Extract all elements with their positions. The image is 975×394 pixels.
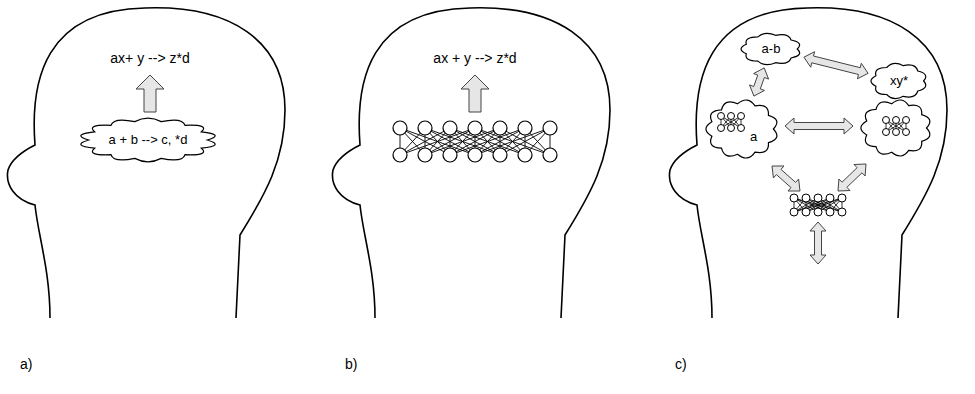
neuron	[883, 117, 890, 124]
neuron	[543, 121, 557, 135]
neuron	[718, 125, 725, 132]
neuron	[518, 121, 532, 135]
cloud-shape	[705, 98, 779, 160]
neuron	[802, 194, 810, 202]
head-outline	[7, 8, 285, 318]
neuron	[790, 208, 798, 216]
formula-text: ax+ y --> z*d	[110, 50, 189, 67]
thought-cloud: a-b	[740, 32, 802, 66]
network-cloud	[861, 100, 930, 156]
cloud-outline	[871, 63, 926, 98]
double-arrow	[804, 52, 868, 79]
neuron	[738, 113, 745, 120]
double-arrow	[750, 68, 769, 96]
thought-cloud: a + b --> c, *d	[78, 117, 218, 163]
neuron	[893, 117, 900, 124]
cloud-outline	[706, 100, 777, 158]
neuron	[790, 194, 798, 202]
neuron	[418, 121, 432, 135]
net-link	[475, 128, 550, 155]
neuron	[826, 194, 834, 202]
neuron	[393, 148, 407, 162]
neuron	[443, 148, 457, 162]
double-arrow	[810, 222, 826, 264]
neuron	[468, 148, 482, 162]
neuron	[838, 208, 846, 216]
thought-cloud: xy*	[870, 62, 928, 100]
net-link	[806, 198, 842, 212]
up-arrow	[461, 75, 489, 112]
double-arrow	[785, 118, 853, 134]
formula-text: ax + y --> z*d	[433, 50, 516, 67]
double-arrow	[772, 166, 800, 191]
cloud-outline	[861, 100, 930, 156]
neuron	[518, 148, 532, 162]
neuron	[838, 194, 846, 202]
neuron	[543, 148, 557, 162]
neuron	[468, 121, 482, 135]
panel-label: c)	[675, 356, 687, 373]
neuron	[493, 121, 507, 135]
neuron	[418, 148, 432, 162]
up-arrow	[136, 75, 164, 112]
cloud-text: a	[750, 129, 757, 145]
neuron	[802, 208, 810, 216]
neuron	[903, 117, 910, 124]
panel-label: b)	[345, 356, 357, 373]
neuron	[718, 113, 725, 120]
panel-label: a)	[20, 356, 32, 373]
thought-cloud: a	[705, 98, 779, 160]
neuron	[826, 208, 834, 216]
double-arrow	[838, 164, 866, 191]
cloud-outline	[81, 118, 215, 162]
neuron	[883, 129, 890, 136]
head-outline	[669, 8, 947, 318]
neuron	[393, 121, 407, 135]
neuron	[493, 148, 507, 162]
cloud-text: a-b	[762, 41, 781, 57]
neuron	[893, 129, 900, 136]
neuron	[443, 121, 457, 135]
neuron	[728, 125, 735, 132]
neuron	[903, 129, 910, 136]
cloud-text: a + b --> c, *d	[109, 132, 188, 148]
head-outline	[332, 8, 610, 318]
neuron	[728, 113, 735, 120]
cloud-text: xy*	[890, 73, 908, 89]
cloud-outline	[741, 33, 800, 64]
neuron	[814, 208, 822, 216]
neuron	[738, 125, 745, 132]
neuron	[814, 194, 822, 202]
